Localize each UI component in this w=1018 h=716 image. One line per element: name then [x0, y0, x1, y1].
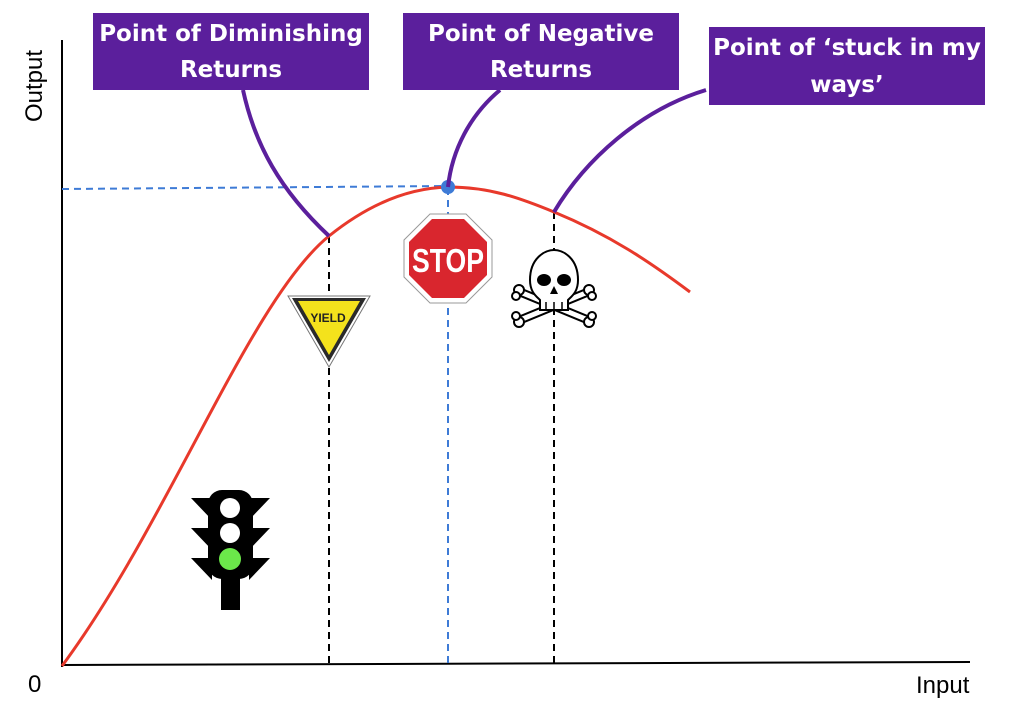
callout-negative-line-2: Returns: [490, 57, 592, 83]
stuck-connector: [552, 88, 707, 214]
yield-sign-icon: YIELD: [287, 295, 371, 368]
callout-stuck-line-2: ways’: [810, 72, 883, 98]
skull-crossbones-icon: [511, 248, 597, 328]
traffic-light-icon: [191, 490, 270, 610]
output-curve: [60, 185, 691, 667]
callout-stuck-in-my-ways: Point of ‘stuck in my ways’: [709, 27, 985, 105]
callout-diminishing-line-1: Point of Diminishing: [99, 21, 363, 47]
callout-negative-returns: Point of Negative Returns: [403, 13, 679, 90]
callout-diminishing-returns: Point of Diminishing Returns: [93, 13, 369, 90]
stop-sign-icon: STOP: [403, 213, 493, 304]
stop-sign-text: STOP: [412, 242, 484, 279]
negative-connector: [446, 88, 502, 188]
callout-diminishing-line-2: Returns: [180, 57, 282, 83]
x-axis-label: Input: [916, 672, 970, 699]
max-output-guide-horizontal: [61, 185, 449, 190]
diminishing-connector: [241, 89, 331, 238]
traffic-light-amber-lamp: [220, 523, 240, 543]
origin-label: 0: [28, 671, 41, 698]
traffic-light-green-lamp: [219, 548, 241, 570]
x-axis: [61, 661, 971, 666]
yield-sign-text: YIELD: [310, 311, 346, 325]
y-axis-label: Output: [21, 50, 48, 122]
callout-stuck-line-1: Point of ‘stuck in my: [713, 35, 981, 61]
callout-negative-line-1: Point of Negative: [428, 21, 654, 47]
traffic-light-red-lamp: [220, 498, 240, 518]
